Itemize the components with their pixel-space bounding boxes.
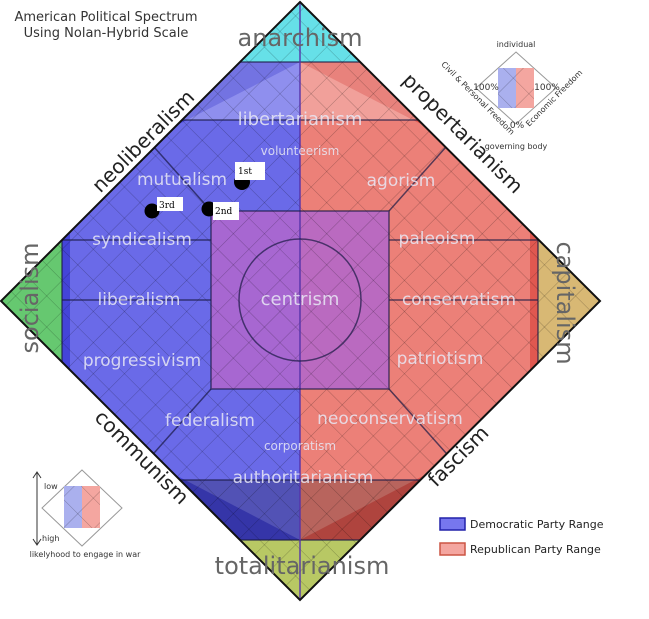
region-syndicalism: syndicalism (92, 230, 192, 250)
region-mutualism: mutualism (137, 170, 227, 190)
page-title: American Political Spectrum Using Nolan-… (6, 10, 206, 42)
label-capitalism: capitalism (551, 241, 579, 364)
legend-rep-swatch (439, 542, 466, 556)
key-left-pct: 100% (473, 83, 499, 93)
party-legend: Democratic Party Range Republican Party … (439, 517, 604, 556)
region-patriotism: patriotism (397, 349, 484, 369)
region-centrism: centrism (261, 289, 340, 310)
region-authoritarianism: authoritarianism (233, 468, 374, 488)
marker-3rd-dot[interactable] (144, 203, 160, 219)
war-key: low high likelyhood to engage in war (30, 469, 142, 559)
marker-2nd-box (213, 202, 239, 220)
region-liberalism: liberalism (98, 290, 181, 310)
war-low: low (44, 482, 58, 491)
region-agorism: agorism (367, 171, 436, 191)
marker-2nd-label: 2nd (215, 207, 233, 217)
region-corporatism: corporatism (264, 439, 336, 453)
key-governing-body: governing body (485, 142, 548, 151)
title-line-2: Using Nolan-Hybrid Scale (23, 26, 189, 41)
key-zero-pct: 0% (510, 121, 525, 131)
title-line-1: American Political Spectrum (14, 10, 198, 25)
region-paleoism: paleoism (399, 229, 476, 249)
marker-2nd-dot[interactable] (201, 201, 217, 217)
diamond-outline (0, 0, 602, 602)
marker-1st-label: 1st (238, 167, 252, 177)
region-conservatism: conservatism (402, 290, 516, 310)
war-caption: likelyhood to engage in war (30, 550, 142, 559)
marker-1st-box (235, 162, 265, 180)
region-volunteerism: volunteerism (261, 144, 340, 158)
label-socialism: socialism (16, 243, 44, 354)
key-right-pct: 100% (534, 83, 560, 93)
key-individual: individual (497, 40, 536, 49)
region-neoconservatism: neoconservatism (317, 409, 463, 429)
legend-rep-label: Republican Party Range (470, 543, 601, 556)
legend-dem-swatch (439, 517, 466, 531)
region-libertarianism: libertarianism (238, 109, 363, 130)
war-high: high (42, 534, 59, 543)
region-progressivism: progressivism (83, 351, 201, 371)
ranking-markers: 1st 2nd 3rd (144, 162, 265, 220)
region-federalism: federalism (165, 411, 255, 431)
marker-3rd-box (157, 197, 183, 211)
marker-3rd-label: 3rd (159, 201, 175, 211)
label-anarchism: anarchism (238, 24, 363, 52)
legend-dem-label: Democratic Party Range (470, 518, 604, 531)
label-totalitarianism: totalitarianism (215, 552, 390, 580)
